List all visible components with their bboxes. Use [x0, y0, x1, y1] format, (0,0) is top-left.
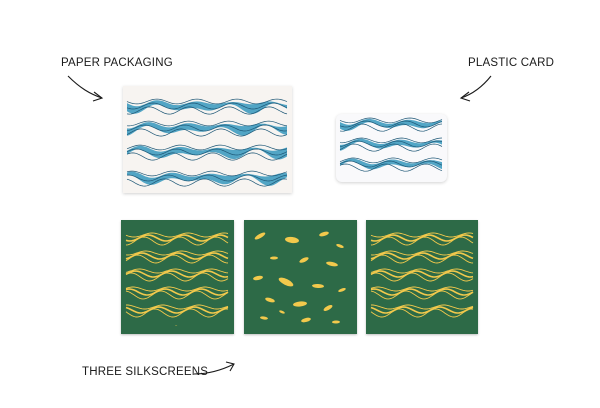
three-silkscreens-label: THREE SILKSCREENS — [82, 366, 209, 378]
paper-packaging-arrow-icon — [67, 75, 104, 102]
plastic-card-label: PLASTIC CARD — [468, 57, 555, 69]
silkscreen-3-pattern — [370, 232, 474, 318]
silkscreen-2-image — [244, 220, 357, 334]
silkscreen-3-image — [366, 220, 478, 334]
plastic-card-arrow-icon — [459, 75, 492, 102]
paper-packaging-label: PAPER PACKAGING — [61, 57, 173, 69]
svg-text:~: ~ — [175, 323, 178, 328]
plastic-card-image — [336, 114, 447, 182]
silkscreens-arrow-icon — [193, 361, 235, 375]
paper-packaging-image — [123, 86, 292, 193]
card-wave-pattern — [339, 117, 443, 172]
silkscreen-1-pattern — [125, 232, 229, 318]
paper-wave-pattern — [126, 98, 288, 187]
silkscreen-1-image: ~ — [121, 220, 234, 334]
silkscreen-2-pattern — [253, 231, 346, 324]
